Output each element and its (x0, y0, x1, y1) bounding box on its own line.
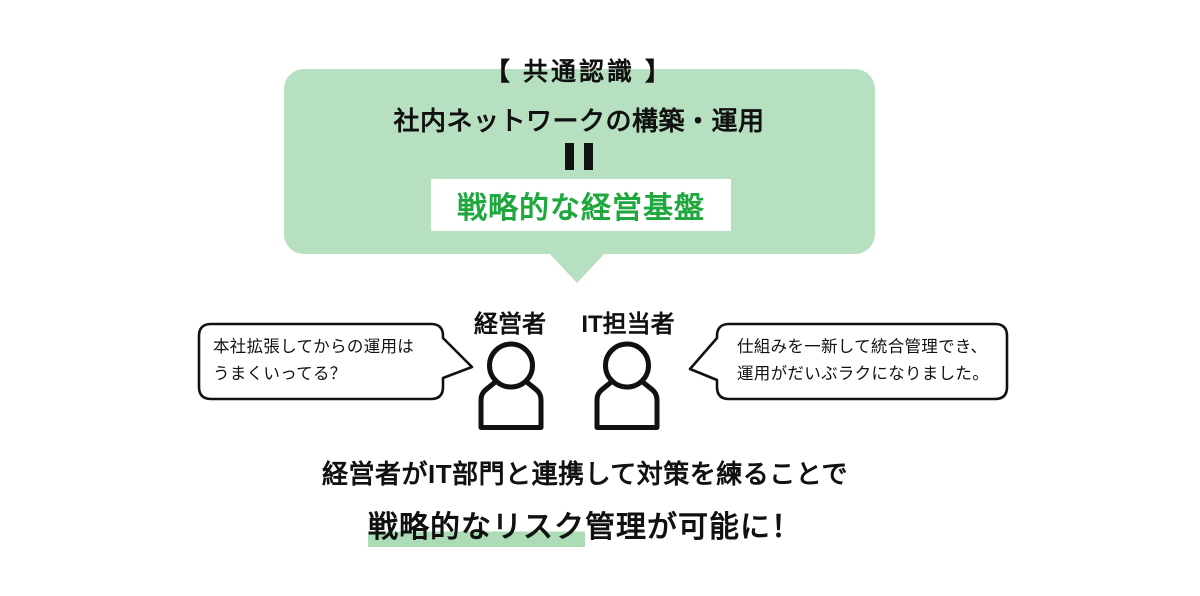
strategic-foundation-text: 戦略的な経営基盤 (457, 192, 705, 225)
speech-line: 本社拡張してからの運用は (213, 338, 415, 356)
speech-bubble-outline-left (197, 322, 474, 401)
consensus-bubble-tail (549, 253, 605, 283)
it-staff-label: IT担当者 (581, 311, 675, 338)
consensus-heading: 【 共通認識 】 (485, 58, 673, 86)
summary-rest-text: 管理が可能に！ (584, 511, 802, 544)
strategic-foundation-box: 戦略的な経営基盤 (431, 179, 731, 231)
it-staff-speech-text: 仕組みを一新して統合管理でき、 運用がだいぶラクになりました。 (737, 334, 989, 387)
executive-person-icon (478, 341, 544, 430)
speech-line: 運用がだいぶラクになりました。 (737, 364, 989, 383)
summary-highlighted-text: 戦略的なリスク (367, 511, 585, 547)
person-head (487, 341, 535, 390)
equals-icon (565, 143, 593, 170)
equals-bar-left (565, 143, 574, 170)
network-topic-text: 社内ネットワークの構築・運用 (393, 106, 765, 136)
executive-speech-bubble: 本社拡張してからの運用は うまくいってる？ (196, 321, 478, 405)
speech-line: 仕組みを一新して統合管理でき、 (737, 338, 988, 356)
person-head (603, 341, 651, 390)
speech-bubble-outline-right (688, 322, 1009, 401)
it-staff-speech-bubble: 仕組みを一新して統合管理でき、 運用がだいぶラクになりました。 (684, 321, 1010, 405)
equals-bar-right (584, 143, 593, 170)
speech-line: うまくいってる？ (213, 364, 347, 383)
executive-speech-text: 本社拡張してからの運用は うまくいってる？ (213, 334, 414, 387)
summary-line2: 戦略的なリスク管理が可能に！ (322, 502, 848, 547)
executive-label: 経営者 (474, 311, 546, 338)
summary-line1: 経営者がIT部門と連携して対策を練ることで (321, 459, 849, 489)
it-staff-person-icon (594, 341, 660, 430)
summary-block: 経営者がIT部門と連携して対策を練ることで 戦略的なリスク管理が可能に！ (321, 454, 849, 547)
